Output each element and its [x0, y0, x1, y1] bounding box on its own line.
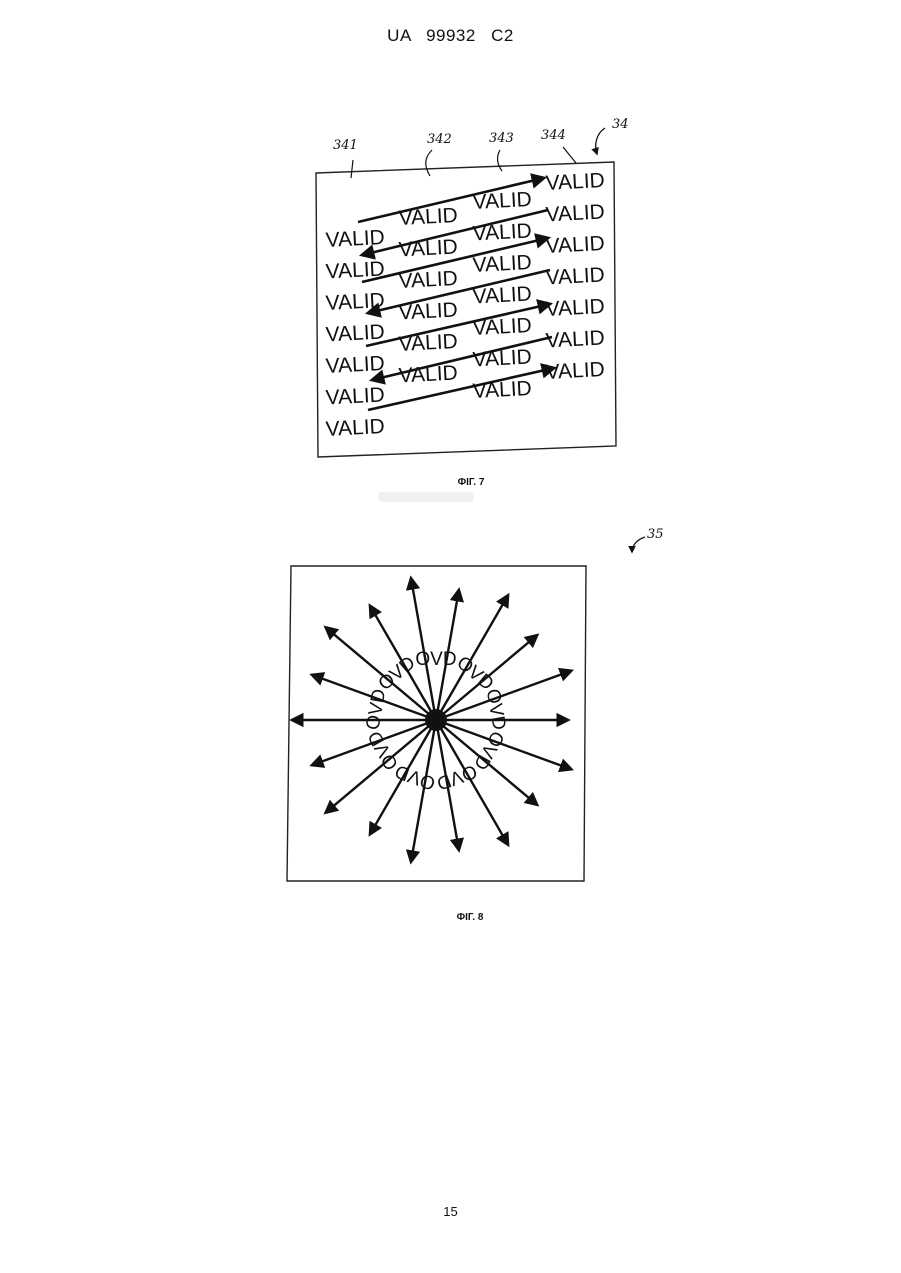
fig7-valid-word: VALID — [325, 226, 385, 252]
fig7-ref-number: 34 — [612, 117, 629, 132]
figure-8: 35 OVDOVDOVDOVDOVDOVDOVDOVDOVD ФІГ. 8 — [287, 527, 664, 923]
fig7-leader-342 — [426, 150, 432, 176]
fig8-ovd-word: OVD — [392, 760, 438, 794]
fig7-valid-word: VALID — [472, 282, 532, 308]
fig7-ref-label-344: 344 — [541, 128, 566, 143]
fig7-valid-word: VALID — [472, 251, 532, 277]
fig7-valid-word: VALID — [398, 204, 458, 230]
fig7-valid-word: VALID — [325, 289, 385, 315]
figure-7: 341 342 343 344 34 VALIDVALIDVALIDVALIDV… — [316, 117, 629, 488]
fig8-ref-number: 35 — [647, 527, 664, 542]
fig8-caption: ФІГ. 8 — [457, 912, 484, 923]
fig7-valid-word: VALID — [398, 361, 458, 387]
fig7-ref-label-341: 341 — [333, 138, 358, 153]
fig7-valid-word: VALID — [545, 263, 605, 289]
fig7-valid-word: VALID — [472, 219, 532, 245]
fig7-valid-word: VALID — [325, 415, 385, 441]
fig7-valid-word: VALID — [398, 267, 458, 293]
fig7-valid-word: VALID — [545, 358, 605, 384]
fig7-valid-word: VALID — [472, 188, 532, 214]
fig7-valid-word: VALID — [398, 235, 458, 261]
fig7-valid-word: VALID — [398, 298, 458, 324]
fig7-valid-word: VALID — [398, 330, 458, 356]
fig7-valid-word: VALID — [545, 200, 605, 226]
fig7-valid-word: VALID — [472, 377, 532, 403]
fig7-leader-341 — [351, 160, 353, 178]
fig7-valid-word: VALID — [472, 345, 532, 371]
fig7-valid-word: VALID — [545, 232, 605, 258]
fig7-valid-word: VALID — [472, 314, 532, 340]
fig7-valid-word: VALID — [325, 257, 385, 283]
fig7-ref-label-342: 342 — [427, 132, 452, 147]
fig7-leader-343 — [498, 150, 502, 171]
fig8-ref-arrow — [632, 537, 645, 552]
fig7-ref-arrow — [596, 128, 605, 154]
fig8-ovd-word: OVD — [415, 649, 456, 670]
fig8-ovd-word: OVD — [434, 760, 480, 794]
fig7-valid-word: VALID — [325, 352, 385, 378]
fig7-caption: ФІГ. 7 — [458, 477, 485, 488]
scan-smudge — [378, 492, 474, 502]
fig7-leader-344 — [563, 147, 576, 163]
fig7-valid-word: VALID — [325, 383, 385, 409]
fig7-valid-word: VALID — [545, 169, 605, 195]
fig7-valid-word: VALID — [325, 320, 385, 346]
fig7-ref-label-343: 343 — [489, 131, 514, 146]
fig7-valid-word: VALID — [545, 326, 605, 352]
fig7-valid-word: VALID — [545, 295, 605, 321]
fig7-valid-words: VALID VALID VALID VALID VALID VALID VALID VALID… — [325, 169, 605, 441]
fig8-center-dot — [425, 709, 447, 731]
page-number: 15 — [0, 1204, 901, 1219]
